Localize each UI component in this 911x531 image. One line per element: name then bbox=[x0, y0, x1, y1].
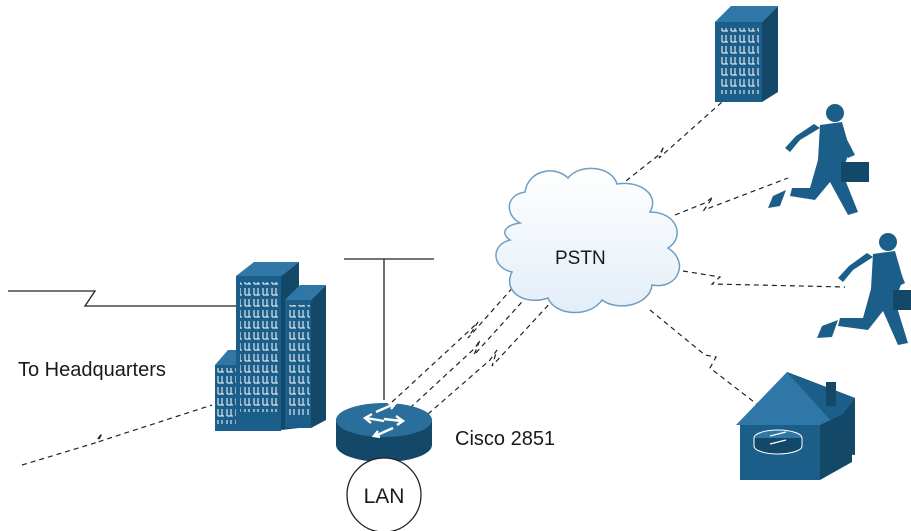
wan-serial-link bbox=[8, 290, 240, 307]
router-icon bbox=[336, 401, 432, 462]
dial-link-home-office bbox=[649, 309, 759, 406]
home-office-icon bbox=[736, 372, 855, 480]
router-pstn-dial-links bbox=[391, 284, 554, 415]
dial-link-mobile-user-2 bbox=[682, 270, 846, 288]
dial-link-remote-office bbox=[611, 101, 723, 193]
dial-link-lower-left bbox=[21, 404, 213, 466]
branch-building-icon bbox=[215, 262, 326, 431]
lan-circle bbox=[346, 457, 422, 531]
mobile-user-icon bbox=[768, 104, 869, 215]
cloud-icon bbox=[495, 167, 681, 314]
router-antenna bbox=[344, 258, 434, 400]
pstn-label: PSTN bbox=[555, 248, 606, 269]
mobile-user-icon-2 bbox=[817, 233, 911, 345]
to-headquarters-label: To Headquarters bbox=[18, 359, 166, 381]
remote-office-building-icon bbox=[715, 6, 778, 102]
router-label: Cisco 2851 bbox=[455, 428, 555, 450]
lan-label: LAN bbox=[364, 485, 405, 508]
dial-link-mobile-user-1 bbox=[674, 177, 789, 216]
